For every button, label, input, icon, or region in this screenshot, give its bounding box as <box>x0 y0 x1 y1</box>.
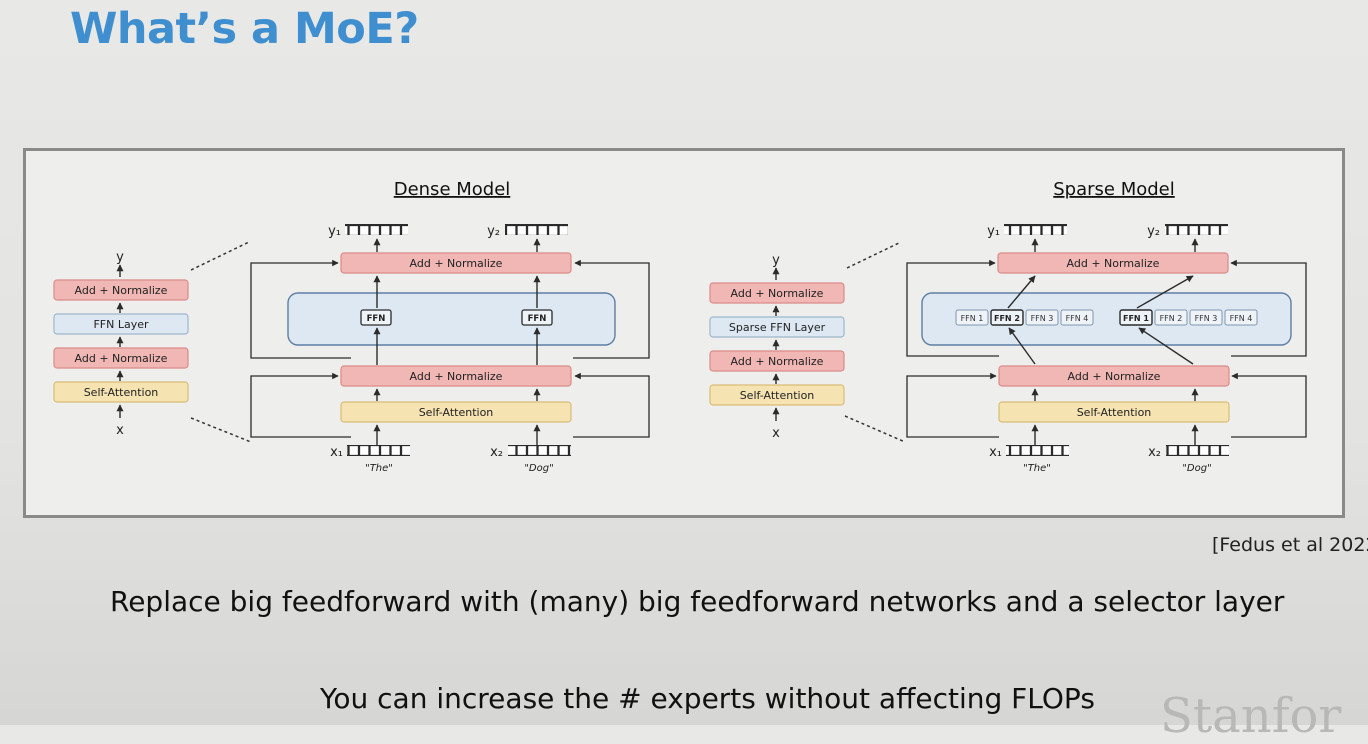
caption-main: Replace big feedforward with (many) big … <box>110 585 1285 618</box>
sparse-stack-add-normalize-bottom-label: Add + Normalize <box>731 355 824 368</box>
sparse-left-expert-4-label: FFN 4 <box>1066 314 1089 323</box>
sparse-right-expert-1 <box>1119 309 1153 326</box>
sparse-layer-stack: y Add + Normalize Sparse FFN Layer Add +… <box>709 253 845 441</box>
sparse-right-expert-1-label: FFN 1 <box>1123 314 1149 323</box>
dense-stack-ffn-layer <box>53 313 189 335</box>
dense-add-normalize-top <box>340 252 572 274</box>
sparse-y2-vector <box>1165 224 1228 235</box>
dense-stack-ffn-layer-label: FFN Layer <box>93 318 149 331</box>
sparse-right-expert-4-label: FFN 4 <box>1230 314 1253 323</box>
sparse-left-expert-2-label: FFN 2 <box>994 314 1020 323</box>
sparse-right-expert-3-label: FFN 3 <box>1195 314 1218 323</box>
dense-token-dog: "Dog" <box>524 463 553 474</box>
sparse-left-expert-1-label: FFN 1 <box>961 314 984 323</box>
sparse-add-normalize-top <box>997 252 1229 274</box>
sparse-x2-vector <box>1166 445 1229 456</box>
dense-ffn-left-label: FFN <box>367 314 386 324</box>
sparse-expanded-view: y₁ y₂ Add + Normalize FFN 1 FFN 2 FFN 3 … <box>906 224 1307 474</box>
dense-ffn-right <box>521 309 553 326</box>
sparse-stack-input-label: x <box>772 426 780 441</box>
sparse-right-expert-3 <box>1189 309 1223 326</box>
sparse-y1-vector <box>1004 224 1067 235</box>
dense-y2-label: y₂ <box>487 224 500 239</box>
dense-x2-vector <box>508 445 571 456</box>
citation: [Fedus et al 2022 <box>1212 534 1368 556</box>
sparse-stack-self-attention <box>709 384 845 406</box>
sparse-zoom-line-top <box>846 241 902 269</box>
sparse-stack-sparse-ffn-layer-label: Sparse FFN Layer <box>729 321 826 334</box>
dense-add-normalize-top-label: Add + Normalize <box>410 257 503 270</box>
caption-secondary: You can increase the # experts without a… <box>320 682 1095 715</box>
sparse-stack-add-normalize-bottom <box>709 350 845 372</box>
dense-model: Dense Model y Add + Normalize FFN Layer … <box>53 179 650 474</box>
dense-ffn-right-label: FFN <box>528 314 547 324</box>
sparse-add-normalize-bottom <box>998 365 1230 387</box>
dense-ffn-left <box>360 309 392 326</box>
dense-ffn-container <box>287 292 616 346</box>
dense-x2-label: x₂ <box>490 445 503 460</box>
sparse-zoom-line-bottom <box>844 415 906 443</box>
sparse-model: Sparse Model y Add + Normalize Sparse FF… <box>709 179 1307 474</box>
dense-expanded-view: y₁ y₂ Add + Normalize FFN FFN <box>250 224 650 474</box>
sparse-x2-label: x₂ <box>1148 445 1161 460</box>
dense-layer-stack: y Add + Normalize FFN Layer Add + Normal… <box>53 250 189 438</box>
slide-title: What’s a MoE? <box>70 4 419 54</box>
moe-diagram: Dense Model y Add + Normalize FFN Layer … <box>53 179 1307 474</box>
sparse-right-expert-2 <box>1154 309 1188 326</box>
sparse-stack-add-normalize-top-label: Add + Normalize <box>731 287 824 300</box>
sparse-add-normalize-bottom-label: Add + Normalize <box>1068 370 1161 383</box>
stanford-watermark: Stanfor <box>1160 688 1342 744</box>
dense-stack-self-attention <box>53 381 189 403</box>
dense-zoom-line-top <box>190 241 250 271</box>
sparse-left-expert-1 <box>955 309 989 326</box>
dense-add-normalize-bottom <box>340 365 572 387</box>
sparse-bottom-residual <box>906 372 999 438</box>
dense-model-heading: Dense Model <box>394 179 511 200</box>
dense-add-normalize-bottom-label: Add + Normalize <box>410 370 503 383</box>
sparse-self-attention <box>998 401 1230 423</box>
sparse-y2-label: y₂ <box>1147 224 1160 239</box>
dense-stack-output-label: y <box>116 250 124 265</box>
dense-stack-add-normalize-top <box>53 279 189 301</box>
sparse-top-residual <box>906 259 999 357</box>
sparse-right-expert-2-label: FFN 2 <box>1160 314 1183 323</box>
dense-stack-add-normalize-top-label: Add + Normalize <box>75 284 168 297</box>
dense-x1-vector <box>347 445 410 456</box>
dense-self-attention-label: Self-Attention <box>419 406 494 419</box>
sparse-right-expert-4 <box>1224 309 1258 326</box>
dense-stack-self-attention-label: Self-Attention <box>84 386 159 399</box>
dense-top-residual <box>250 259 351 359</box>
sparse-route-left-in <box>1008 327 1036 365</box>
sparse-left-expert-3 <box>1025 309 1059 326</box>
sparse-y1-label: y₁ <box>987 224 1000 239</box>
sparse-route-left-out <box>1007 275 1036 309</box>
sparse-x1-vector <box>1006 445 1069 456</box>
sparse-route-right-in <box>1138 327 1194 365</box>
sparse-add-normalize-top-label: Add + Normalize <box>1067 257 1160 270</box>
sparse-left-expert-4 <box>1060 309 1094 326</box>
dense-stack-add-normalize-bottom <box>53 347 189 369</box>
sparse-stack-output-label: y <box>772 253 780 268</box>
dense-stack-input-label: x <box>116 423 124 438</box>
sparse-stack-self-attention-label: Self-Attention <box>740 389 815 402</box>
sparse-token-dog: "Dog" <box>1182 463 1211 474</box>
sparse-token-the: "The" <box>1023 463 1051 474</box>
dense-y2-vector <box>505 224 568 235</box>
dense-zoom-line-bottom <box>190 417 252 443</box>
dense-x1-label: x₁ <box>330 445 343 460</box>
sparse-self-attention-label: Self-Attention <box>1077 406 1152 419</box>
sparse-stack-add-normalize-top <box>709 282 845 304</box>
sparse-route-right-out <box>1136 275 1194 309</box>
sparse-left-expert-2 <box>990 309 1024 326</box>
sparse-left-expert-3-label: FFN 3 <box>1031 314 1054 323</box>
sparse-model-heading: Sparse Model <box>1053 179 1175 200</box>
dense-token-the: "The" <box>365 463 393 474</box>
dense-self-attention <box>340 401 572 423</box>
sparse-stack-sparse-ffn-layer <box>709 316 845 338</box>
dense-y1-label: y₁ <box>328 224 341 239</box>
sparse-x1-label: x₁ <box>989 445 1002 460</box>
dense-y1-vector <box>345 224 408 235</box>
dense-stack-add-normalize-bottom-label: Add + Normalize <box>75 352 168 365</box>
dense-bottom-residual <box>250 372 351 438</box>
